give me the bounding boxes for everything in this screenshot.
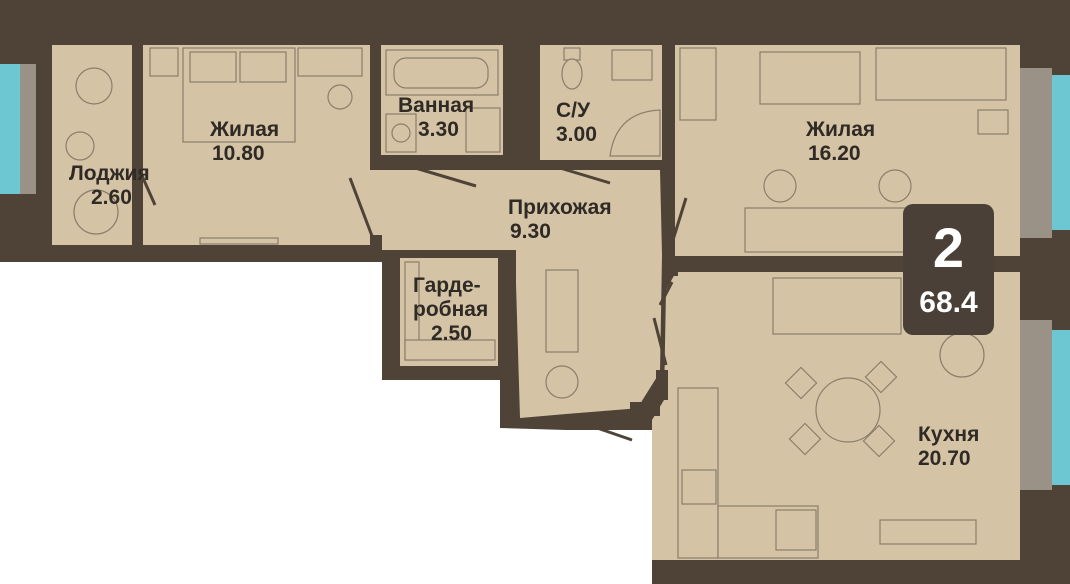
room-area-bathroom: 3.30 bbox=[418, 118, 459, 141]
room-area-wardrobe: 2.50 bbox=[431, 322, 472, 345]
room-name-kitchen: Кухня bbox=[918, 423, 980, 446]
room-name-wc: С/У bbox=[556, 99, 591, 122]
room-area-wc: 3.00 bbox=[556, 123, 597, 146]
table-icon bbox=[815, 377, 881, 443]
armchair-icon bbox=[73, 189, 119, 235]
room-name-loggia: Лоджия bbox=[69, 162, 150, 185]
doors bbox=[133, 159, 688, 442]
room-name-wardrobe: Гарде- bbox=[413, 274, 481, 297]
room-area-hallway: 9.30 bbox=[510, 220, 551, 243]
room-name-hallway: Прихожая bbox=[508, 196, 612, 219]
furniture bbox=[65, 47, 1009, 559]
room-name-living: Жилая bbox=[806, 118, 876, 141]
room-area-loggia: 2.60 bbox=[91, 186, 132, 209]
room-name-bathroom: Ванная bbox=[398, 94, 475, 117]
floor-hallway bbox=[350, 170, 662, 418]
apartment-badge: 2 68.4 bbox=[903, 204, 994, 335]
plant-icon bbox=[75, 67, 113, 105]
total-area: 68.4 bbox=[919, 286, 978, 319]
room-area-kitchen: 20.70 bbox=[918, 447, 971, 470]
toilet-icon bbox=[561, 58, 583, 90]
room-name-wardrobe: робная bbox=[413, 298, 489, 321]
windows bbox=[0, 64, 1070, 490]
rooms-count: 2 bbox=[932, 216, 965, 279]
room-area-living: 16.20 bbox=[808, 142, 861, 165]
room-area-bedroom: 10.80 bbox=[212, 142, 265, 165]
room-name-bedroom: Жилая bbox=[210, 118, 280, 141]
stove-icon bbox=[775, 509, 817, 551]
